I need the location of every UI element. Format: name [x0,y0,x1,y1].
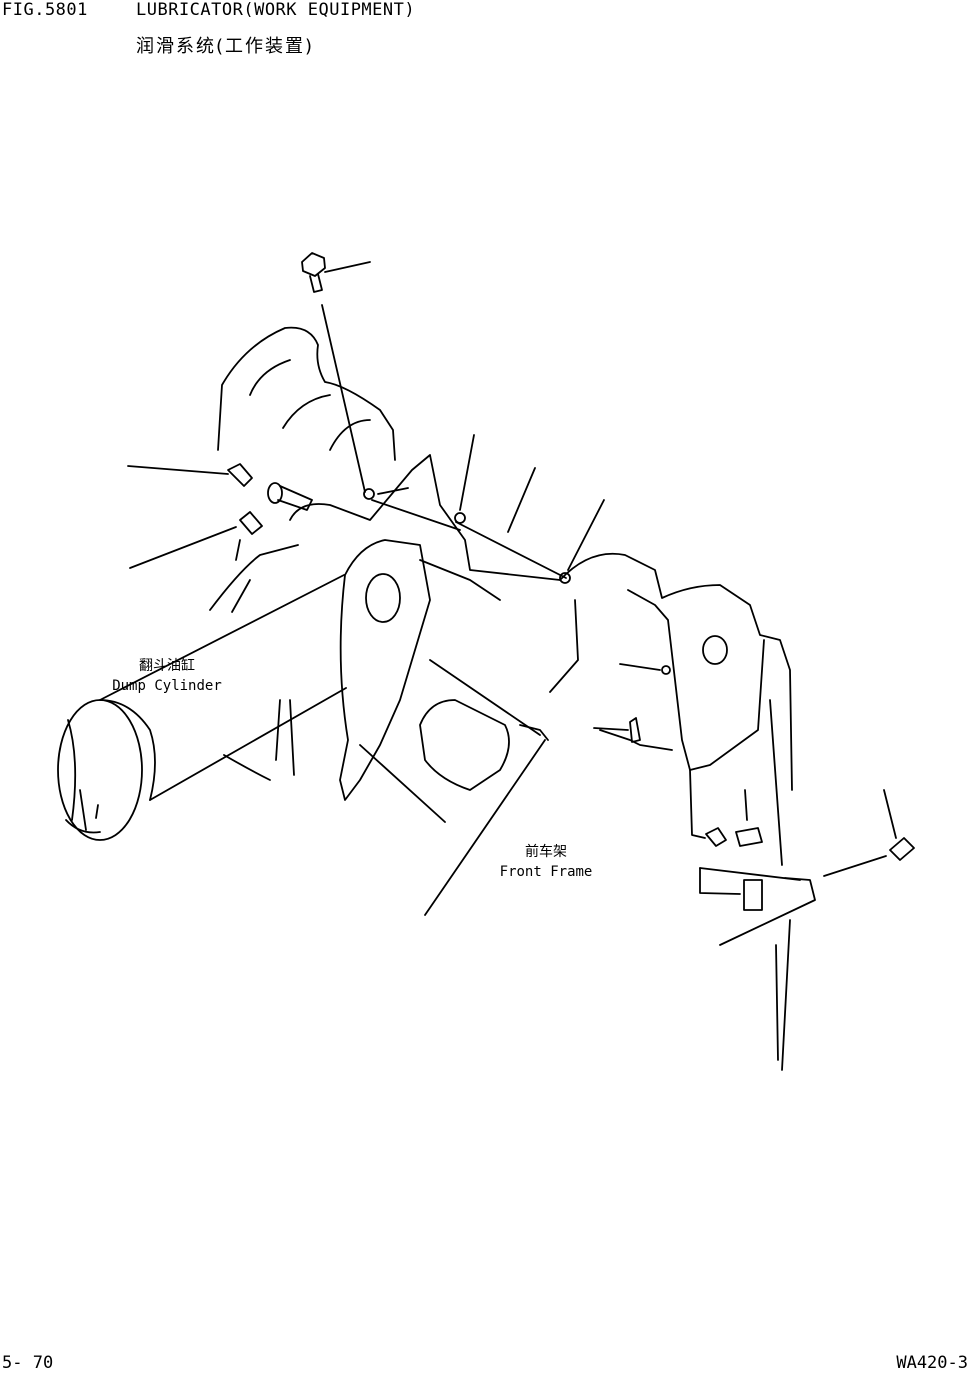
front-frame-label: 前车架 Front Frame [486,842,606,882]
grease-nipples-top [363,434,763,847]
dump-cylinder [57,539,347,841]
model-code: WA420-3 [896,1353,968,1373]
grease-fittings-left [127,463,313,569]
page-number: 5- 70 [2,1353,54,1373]
front-frame-label-en: Front Frame [499,864,593,880]
figure-title-english: LUBRICATOR(WORK EQUIPMENT) [136,0,416,20]
grease-fitting-right [823,789,915,877]
right-bracket [549,552,816,1071]
dump-cylinder-label: 翻斗油缸 Dump Cylinder [102,656,232,696]
dump-cylinder-label-en: Dump Cylinder [112,678,222,694]
rear-upper-housing [217,326,396,461]
dump-cylinder-label-zh: 翻斗油缸 [139,658,195,674]
front-frame-label-zh: 前车架 [525,844,567,860]
figure-title-chinese: 润滑系统(工作装置) [136,36,315,57]
figure-number: FIG.5801 [2,0,88,20]
top-bolt [301,252,371,493]
front-frame-body [223,454,567,916]
